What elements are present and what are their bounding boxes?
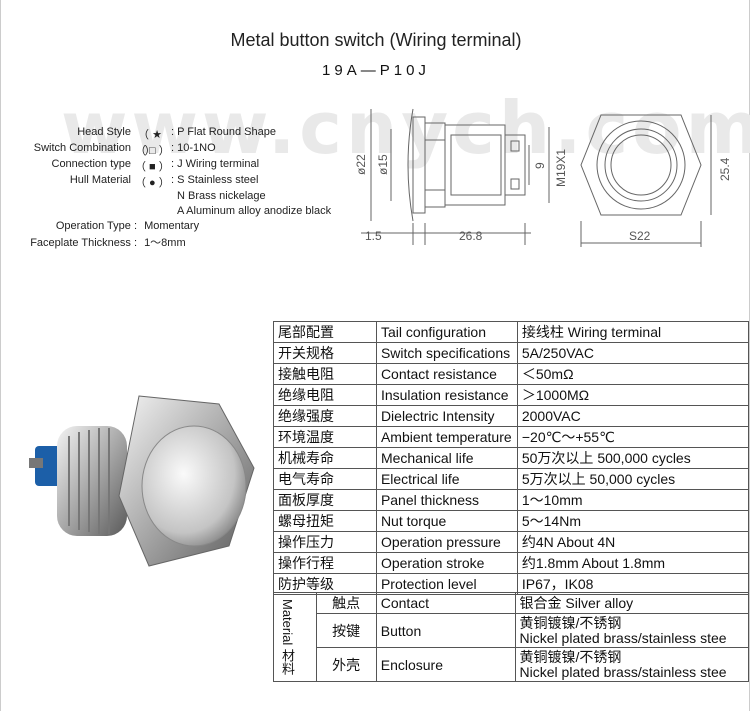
table-row: Material 材料 触点 Contact 银合金 Silver alloy (273, 592, 750, 682)
dim-26-8: 26.8 (459, 229, 483, 243)
circle-filled-icon: （ ● ） (135, 177, 170, 189)
dim-25-4: 25.4 (718, 157, 732, 181)
hull-option-brass: N Brass nickelage (177, 190, 266, 202)
dim-d15: ø15 (376, 154, 390, 175)
product-photo (29, 395, 255, 567)
dim-9: 9 (533, 162, 547, 169)
dim-s22: S22 (629, 229, 651, 243)
square-filled-icon: （ ■ ） (135, 161, 170, 173)
dim-m19: M19X1 (554, 149, 568, 187)
page-title: Metal button switch (Wiring terminal) (230, 30, 522, 50)
dim-1-5: 1.5 (365, 229, 382, 243)
square-outline-icon: （ □ ） (135, 145, 170, 157)
hull-option-aluminum: A Aluminum alloy anodize black (177, 205, 332, 217)
technical-drawing: ø22 ø15 9 M19X1 1.5 26.8 S22 25.4 (354, 108, 732, 247)
material-group-label: Material 材料 (273, 592, 317, 682)
watermark: www.cnych.com (61, 86, 750, 170)
star-icon: （ ★ ） (138, 129, 162, 157)
operation-type: Operation Type : Momentary (55, 220, 200, 232)
material-table: Material 材料 触点 Contact 银合金 Silver alloy … (273, 592, 750, 682)
model-number: 19A—P10J (322, 62, 430, 79)
spec-legend: Head Style （ ★ ） : P Flat Round Shape Sw… (1, 126, 341, 256)
faceplate-thickness: Faceplate Thickness : 1～8mm (30, 237, 186, 249)
dim-d22: ø22 (354, 154, 368, 175)
